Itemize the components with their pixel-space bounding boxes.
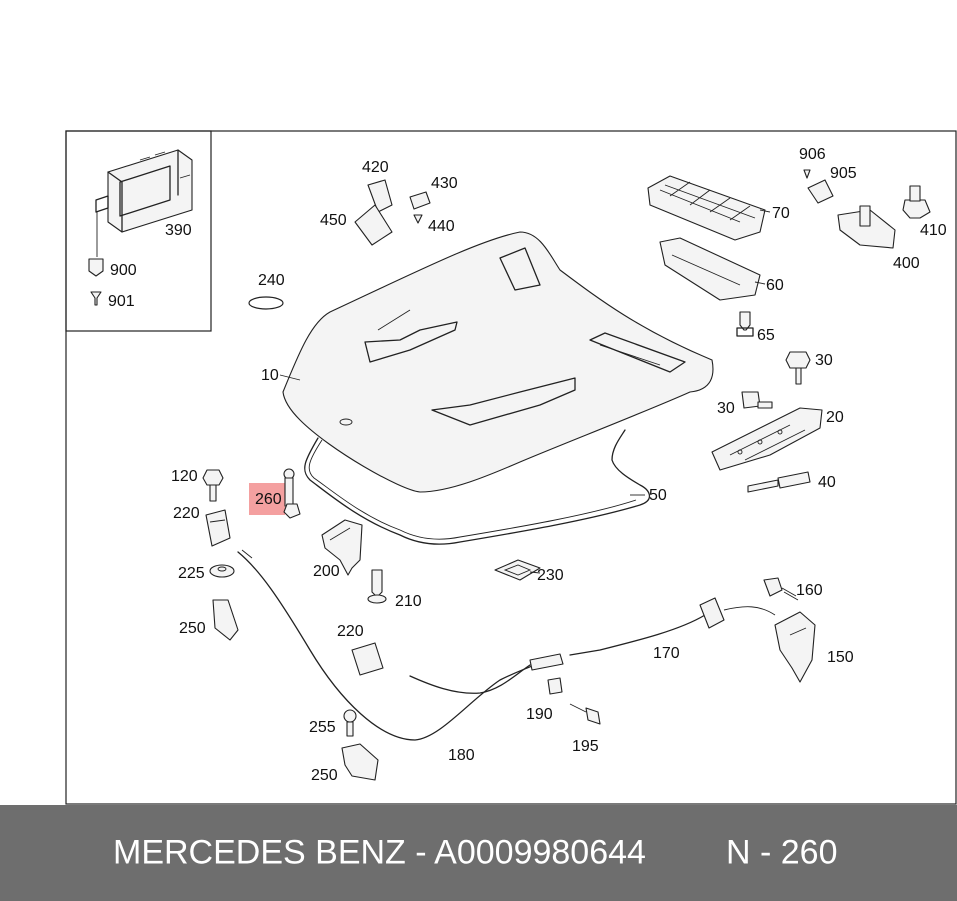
release-handle (763, 577, 816, 683)
label-220a: 220 (173, 505, 200, 522)
label-220b: 220 (337, 623, 364, 640)
label-70: 70 (772, 205, 790, 222)
label-450: 450 (320, 212, 347, 229)
label-260: 260 (255, 491, 282, 508)
label-190: 190 (526, 706, 553, 723)
label-160: 160 (796, 582, 823, 599)
label-250a: 250 (179, 620, 206, 637)
lock-parts-left (202, 469, 239, 641)
label-200: 200 (313, 563, 340, 580)
label-65: 65 (757, 327, 775, 344)
hinge-parts (711, 351, 823, 493)
label-120: 120 (171, 468, 198, 485)
hood-drawing (282, 231, 714, 493)
label-60: 60 (766, 277, 784, 294)
footer-bar: MERCEDES BENZ - A0009980644 N - 260 (0, 805, 957, 901)
label-906: 906 (799, 146, 826, 163)
grommet-230-drawing (494, 559, 541, 581)
label-30a: 30 (815, 352, 833, 369)
label-225: 225 (178, 565, 205, 582)
label-30b: 30 (717, 400, 735, 417)
label-430: 430 (431, 175, 458, 192)
label-240: 240 (258, 272, 285, 289)
footer-reference: N - 260 (726, 833, 838, 872)
label-20: 20 (826, 409, 844, 426)
label-255: 255 (309, 719, 336, 736)
diagram-frame (65, 130, 957, 805)
label-50: 50 (649, 487, 667, 504)
small-parts-top (354, 179, 431, 246)
footer-brand-part-number: MERCEDES BENZ - A0009980644 (113, 833, 646, 872)
label-230: 230 (537, 567, 564, 584)
label-905: 905 (830, 165, 857, 182)
grommet-240-drawing (248, 296, 284, 310)
label-10: 10 (261, 367, 279, 384)
leader-lines (279, 209, 771, 574)
label-210: 210 (395, 593, 422, 610)
label-150: 150 (827, 649, 854, 666)
label-420: 420 (362, 159, 389, 176)
label-410: 410 (920, 222, 947, 239)
inset-frame (65, 130, 212, 332)
latch-parts (321, 519, 387, 604)
seal-50-drawing (304, 429, 651, 545)
sensor-parts (803, 169, 931, 249)
part-260-drawing (283, 468, 301, 519)
label-900: 900 (110, 262, 137, 279)
label-250b: 250 (311, 767, 338, 784)
parts-diagram: 390 900 901 240 420 430 450 440 906 905 … (65, 130, 957, 805)
label-170: 170 (653, 645, 680, 662)
label-400: 400 (893, 255, 920, 272)
grille-drawing (647, 175, 766, 337)
part-260-highlight (249, 483, 285, 515)
label-195: 195 (572, 738, 599, 755)
release-cables (237, 549, 776, 741)
control-unit-drawing (88, 149, 193, 306)
label-440: 440 (428, 218, 455, 235)
label-901: 901 (108, 293, 135, 310)
label-390: 390 (165, 222, 192, 239)
lock-parts-bottom (341, 642, 384, 781)
label-180: 180 (448, 747, 475, 764)
label-40: 40 (818, 474, 836, 491)
